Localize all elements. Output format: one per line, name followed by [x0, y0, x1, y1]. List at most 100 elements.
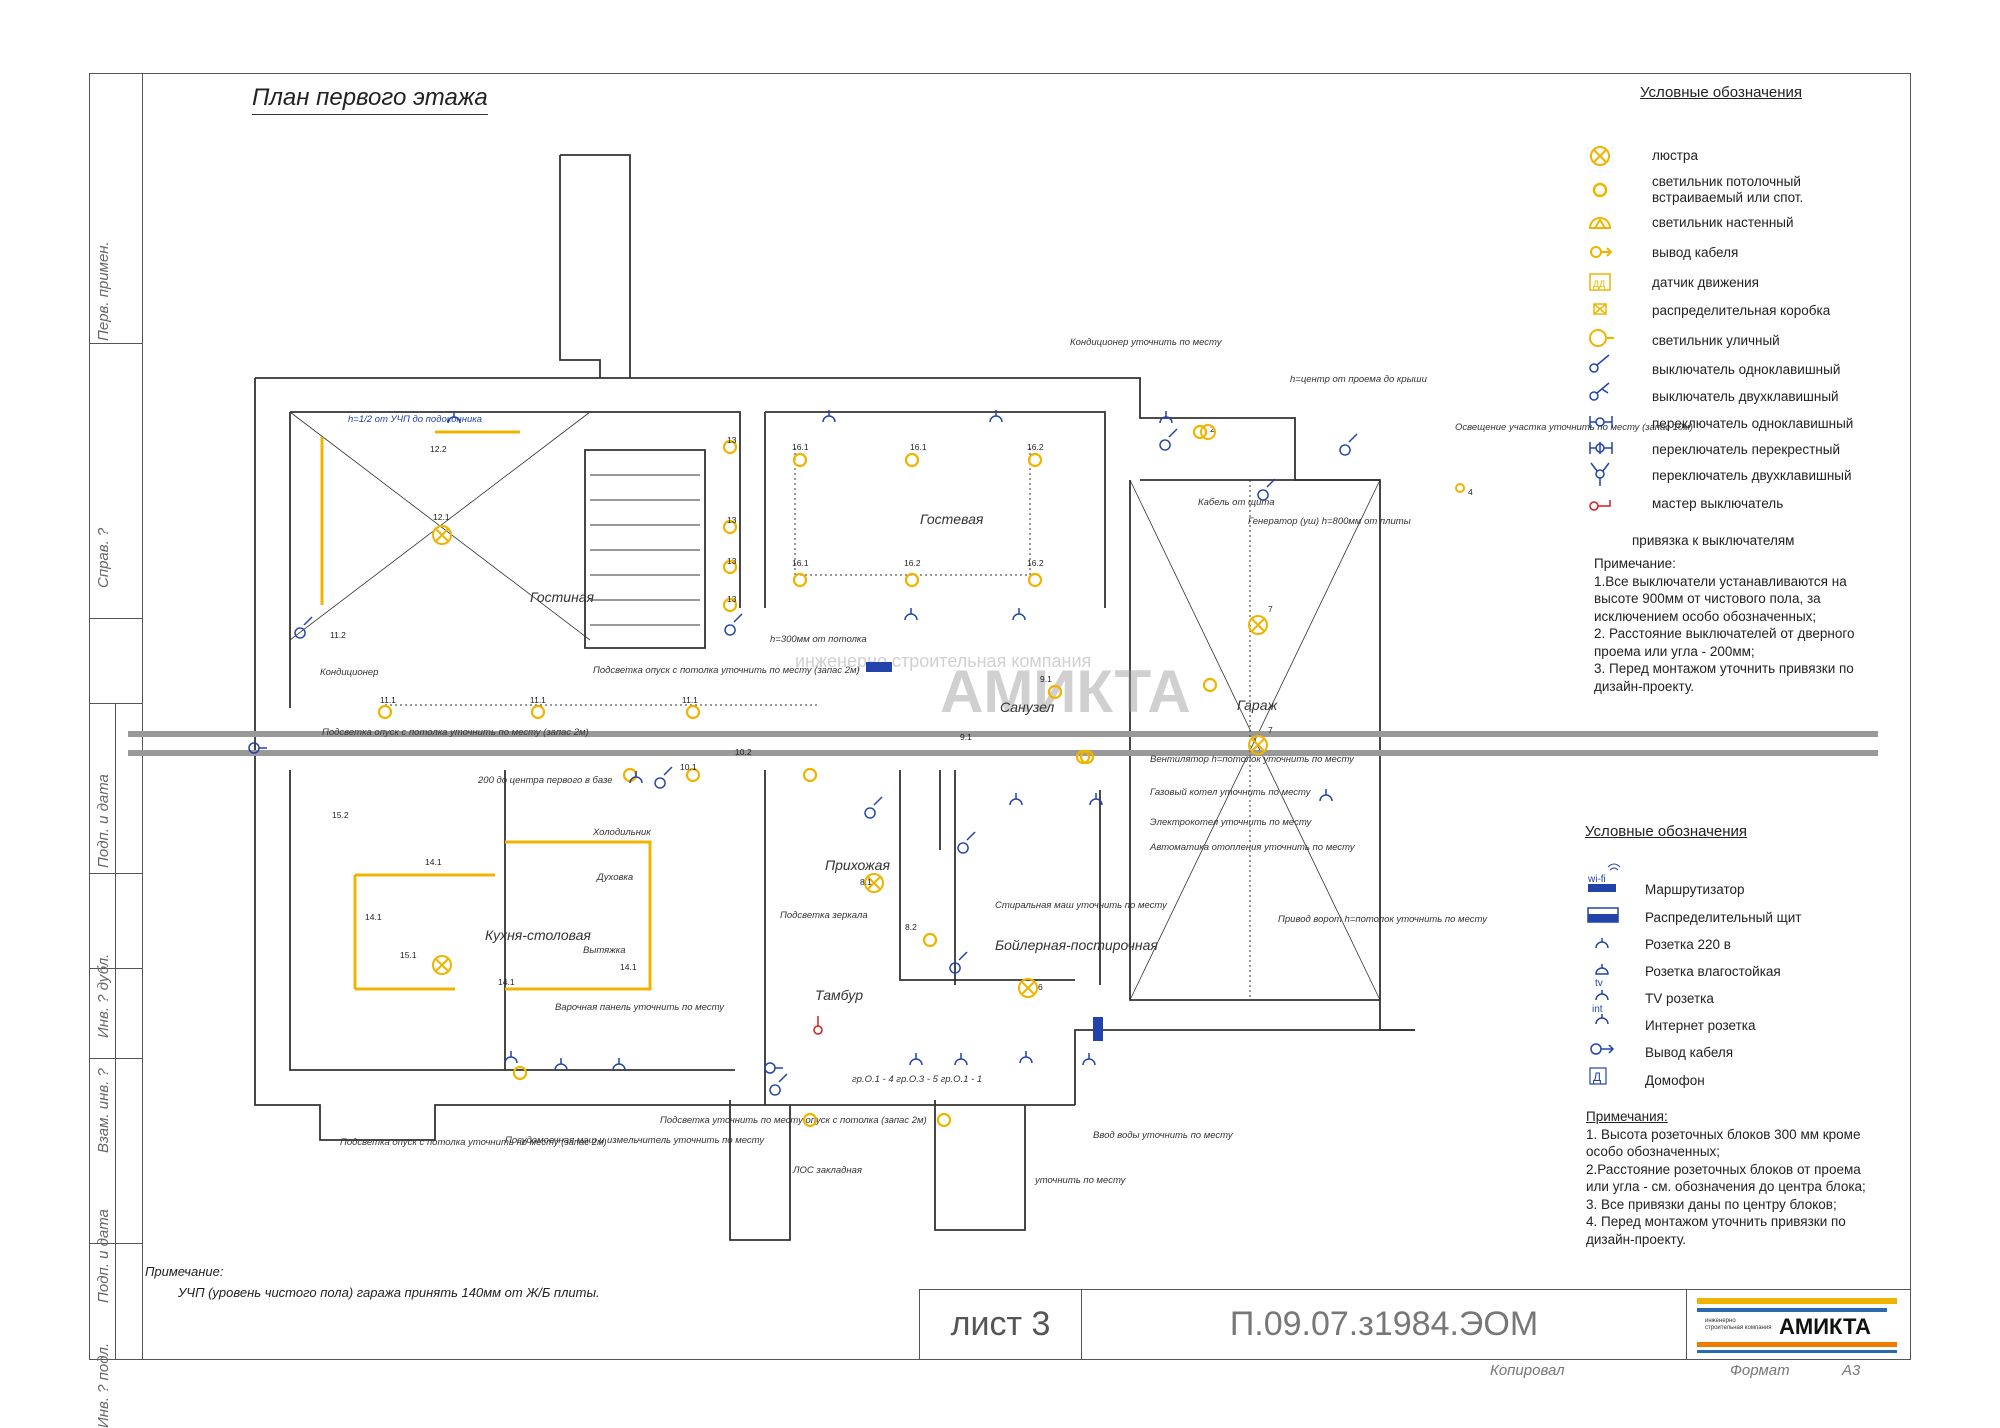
svg-text:10.2: 10.2 [735, 747, 752, 757]
tv-socket-icon-text: tv [1595, 978, 1603, 989]
bottom-note: УЧП (уровень чистого пола) гаража принят… [178, 1285, 600, 1300]
room-hall: Прихожая [825, 857, 890, 873]
power-note-1: 1. Высота розеточных блоков 300 мм кроме… [1586, 1126, 1861, 1160]
legend-item-ceiling-spot: светильник потолочный встраиваемый или с… [1652, 174, 1804, 205]
ann-groups: гр.О.1 - 4 гр.О.3 - 5 гр.О.1 - 1 [852, 1074, 982, 1085]
master-switch-icon [1589, 500, 1611, 511]
router-icon-text: wi-fi [1587, 874, 1606, 885]
ann-fan: Вентилятор h=потолок уточнить по месту [1150, 754, 1355, 765]
svg-text:ДД: ДД [1593, 279, 1605, 289]
wall-light-icon [1588, 217, 1612, 229]
company-logo-cell: инженерно строительная компания АМИКТА [1686, 1289, 1911, 1360]
wall-outline [254, 154, 1415, 1241]
svg-text:4: 4 [1468, 487, 1473, 497]
svg-text:16.1: 16.1 [792, 558, 809, 568]
lighting-note-3: 3. Перед монтажом уточнить привязки по д… [1594, 661, 1854, 694]
format-label: Формат [1730, 1362, 1790, 1379]
lighting-wiring [320, 430, 652, 991]
legend-lighting-title: Условные обозначения [1640, 84, 1803, 101]
street-light-icon [1589, 329, 1614, 347]
copied-label: Копировал [1490, 1362, 1565, 1379]
chandelier-icon [1590, 146, 1610, 166]
toggle-double-icon [1590, 462, 1610, 486]
svg-text:16.1: 16.1 [910, 442, 927, 452]
room-vestibule: Тамбур [815, 987, 863, 1003]
side-strip: Перв. примен. Справ. ? Подп. и дата Инв.… [89, 73, 143, 1428]
bottom-note-title: Примечание: [145, 1264, 224, 1279]
ann-conditioner: Кондиционер [320, 667, 378, 678]
lighting-note-2: 2. Расстояние выключателей от дверного п… [1594, 626, 1855, 659]
toggle-single-icon [1589, 416, 1613, 428]
cable-outlet-icon [248, 742, 783, 1074]
svg-text:8.2: 8.2 [905, 922, 917, 932]
ann-fridge: Холодильник [592, 827, 651, 838]
svg-text:13: 13 [727, 435, 737, 445]
legend-item-switch-double: выключатель двухклавишный [1652, 389, 1839, 404]
ann-gate-drive: Привод ворот h=потолок уточнить по месту [1278, 914, 1488, 925]
ann-hood: Вытяжка [583, 945, 626, 956]
legend-item-toggle-double: переключатель двухклавишный [1652, 468, 1852, 483]
company-sub: инженерно строительная компания [1705, 1318, 1772, 1331]
intercom-icon: Д [1589, 1067, 1607, 1085]
legend-item-street-light: светильник уличный [1652, 333, 1780, 348]
distribution-panel-icon [1587, 907, 1619, 923]
title-block: лист 3 П.09.07.з1984.ЭОМ инженерно строи… [919, 1289, 1911, 1360]
legend-item-socket: Розетка 220 в [1645, 937, 1731, 952]
room-boiler: Бойлерная-постирочная [995, 937, 1158, 953]
svg-text:14.1: 14.1 [365, 912, 382, 922]
ann-window-sill: h=1/2 от УЧП до подоконника [348, 414, 482, 425]
svg-text:9.1: 9.1 [1040, 674, 1052, 684]
ann-oven: Духовка [596, 872, 633, 883]
svg-text:9.1: 9.1 [960, 732, 972, 742]
ann-electric-boiler: Электрокотел уточнить по месту [1150, 817, 1313, 828]
lighting-note-title: Примечание: [1594, 556, 1676, 571]
svg-text:12.2: 12.2 [430, 444, 447, 454]
power-note-4: 4. Перед монтажом уточнить привязки по д… [1586, 1214, 1846, 1247]
power-note-title: Примечания: [1586, 1109, 1668, 1124]
format-value: А3 [1842, 1362, 1861, 1379]
svg-text:2: 2 [1210, 424, 1215, 434]
toggle-cross-icon [1589, 442, 1613, 454]
svg-text:11.1: 11.1 [380, 695, 396, 705]
tv-socket-icon: tv [1595, 978, 1609, 1001]
svg-text:15.2: 15.2 [332, 810, 349, 820]
switch-double-icon [1589, 382, 1610, 401]
drawing-code-cell: П.09.07.з1984.ЭОМ [1081, 1289, 1687, 1360]
svg-text:6: 6 [1038, 982, 1043, 992]
svg-text:11.2: 11.2 [330, 630, 346, 640]
logo-stripe-bottom [1697, 1350, 1897, 1353]
fixture-labels: 12.1 12.2 11.2 11.1 11.1 11.1 16.1 16.2 … [330, 424, 1473, 992]
ann-backlight-ceiling: Подсветка опуск с потолка уточнить по ме… [593, 665, 860, 676]
svg-text:16.2: 16.2 [1027, 442, 1044, 452]
ann-backlight-bottom: Подсветка опуск с потолка уточнить по ме… [340, 1137, 607, 1148]
legend-item-internet-socket: Интернет розетка [1645, 1018, 1756, 1033]
svg-text:11.1: 11.1 [682, 695, 698, 705]
switch-single-icon [1589, 354, 1610, 373]
ann-mirror-light: Подсветка зеркала [780, 910, 868, 921]
socket-waterproof-icon [1595, 964, 1609, 975]
svg-text:15.1: 15.1 [400, 950, 417, 960]
lighting-notes: Примечание: 1.Все выключатели устанавлив… [1594, 555, 1884, 695]
room-kitchen: Кухня-столовая [485, 927, 591, 943]
ann-dishwasher: Посудомоечная маш и измельчитель уточнит… [505, 1135, 765, 1146]
power-note-2: 2.Расстояние розеточных блоков от проема… [1586, 1161, 1866, 1195]
watermark-brand: АМИКТА [940, 658, 1191, 725]
ceiling-spot-icon [377, 424, 1218, 1128]
intercom-icon-text: Д [1593, 1070, 1601, 1084]
ann-specify-place: уточнить по месту [1034, 1175, 1127, 1186]
side-label-7: Инв. ? подл. [95, 1342, 112, 1428]
legend-power-title: Условные обозначения [1585, 823, 1748, 840]
ann-conditioner-top: Кондиционер уточнить по месту [1070, 337, 1223, 348]
distribution-panel-icon [1093, 1017, 1103, 1041]
ann-site-lighting: Освещение участка уточнить по месту (зап… [1455, 422, 1693, 433]
svg-text:14.1: 14.1 [498, 977, 515, 987]
logo-stripe-top [1697, 1298, 1897, 1304]
router-icon [866, 662, 892, 672]
svg-text:14.1: 14.1 [620, 962, 637, 972]
svg-text:8.1: 8.1 [860, 877, 872, 887]
legend-power-icons: wi-fi tv int Д [1587, 863, 1621, 1085]
svg-text:16.2: 16.2 [904, 558, 921, 568]
svg-text:16.1: 16.1 [792, 442, 809, 452]
ann-backlight-ceiling2: Подсветка уточнить по месту опуск с пото… [660, 1115, 927, 1126]
socket-icon [447, 410, 1333, 1071]
